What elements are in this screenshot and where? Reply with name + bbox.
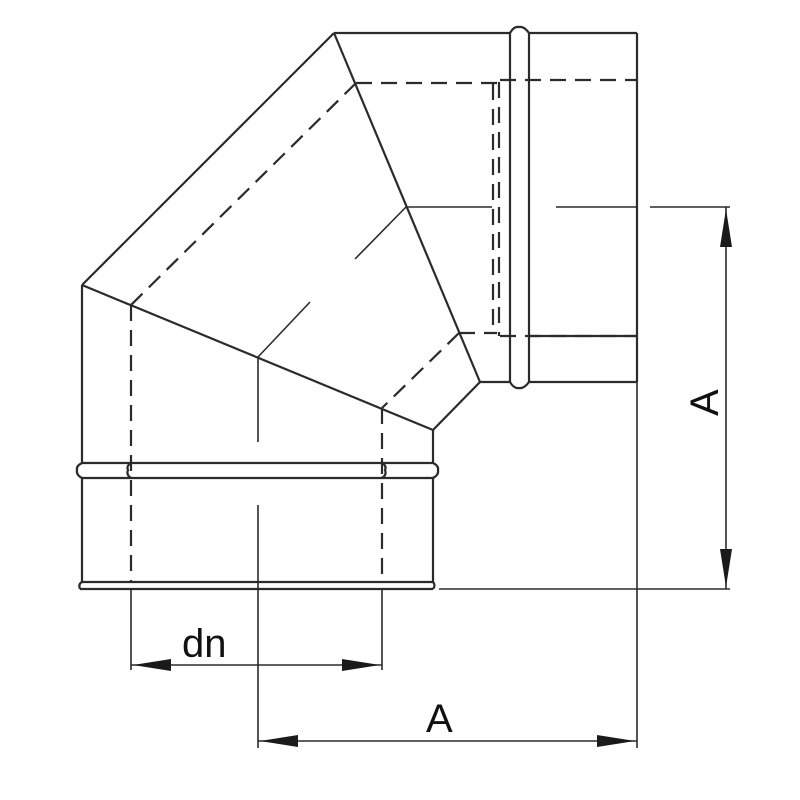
arrowhead-right-icon (597, 735, 635, 747)
right-pipe-leg (334, 25, 730, 390)
bottom-pipe-leg (75, 285, 440, 748)
dimension-dn: dn (131, 622, 382, 671)
dimension-label-dn: dn (182, 622, 227, 666)
arrowhead-up-icon (720, 209, 732, 247)
dimension-a-horizontal: A (258, 697, 637, 747)
arrowhead-left-icon (260, 735, 298, 747)
dimension-label-a-vertical: A (683, 389, 727, 416)
middle-elbow-segment (81, 32, 482, 432)
dimension-label-a-horizontal: A (426, 697, 453, 741)
arrowhead-down-icon (720, 549, 732, 587)
dimension-a-vertical: A (683, 207, 732, 589)
arrowhead-right-icon (342, 659, 380, 671)
arrowhead-left-icon (133, 659, 171, 671)
extension-lines (130, 382, 730, 748)
